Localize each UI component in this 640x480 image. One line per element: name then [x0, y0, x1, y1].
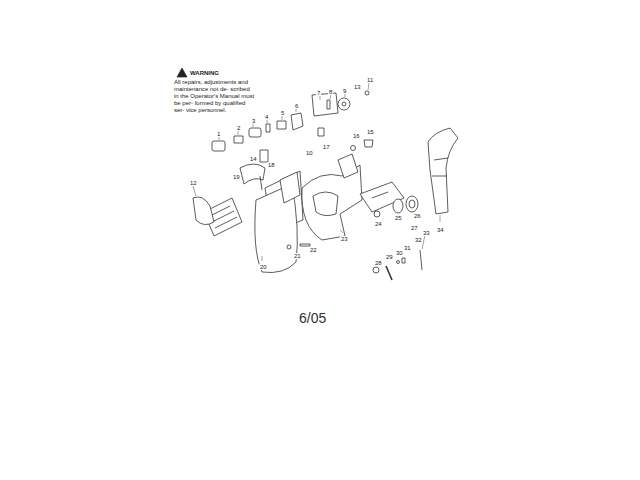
callout-number: 32	[414, 237, 423, 243]
callout-number: 6	[294, 103, 299, 109]
callout-number: 10	[305, 150, 314, 156]
warning-title: WARNING	[190, 70, 219, 76]
callout-number: 2	[236, 125, 241, 131]
callout-number: 29	[385, 254, 394, 260]
callout-number: 11	[366, 77, 374, 83]
callout-number: 23	[340, 236, 349, 242]
callout-number: 22	[309, 247, 318, 253]
callout-number: 21	[293, 253, 302, 259]
callout-number: 33	[422, 230, 431, 236]
callout-number: 14	[249, 156, 258, 162]
callout-number: 15	[366, 129, 375, 135]
callout-number: 16	[352, 133, 361, 139]
callout-number: 20	[259, 264, 268, 270]
callout-number: 19	[232, 174, 241, 180]
callout-number: 27	[410, 225, 419, 231]
warning-note: All repairs, adjustments and maintenance…	[174, 79, 256, 113]
callout-number: 25	[394, 215, 403, 221]
callout-number: 31	[403, 245, 412, 251]
callout-number: 3	[251, 118, 256, 124]
callout-number: 12	[189, 180, 198, 186]
callout-number: 1	[216, 131, 221, 137]
callout-number: 18	[267, 162, 276, 168]
callout-number: 26	[413, 213, 422, 219]
callout-number: 5	[280, 110, 285, 116]
callout-number: 4	[264, 114, 269, 120]
callout-number: 17	[322, 144, 331, 150]
callout-number: 24	[374, 221, 383, 227]
callout-number: 13	[353, 84, 362, 90]
callout-number: 28	[374, 260, 383, 266]
callout-number: 34	[436, 227, 445, 233]
callout-number: 7	[316, 90, 321, 96]
revision-date: 6/05	[299, 311, 326, 325]
callout-number: 8	[328, 89, 333, 95]
callout-number: 9	[342, 88, 347, 94]
